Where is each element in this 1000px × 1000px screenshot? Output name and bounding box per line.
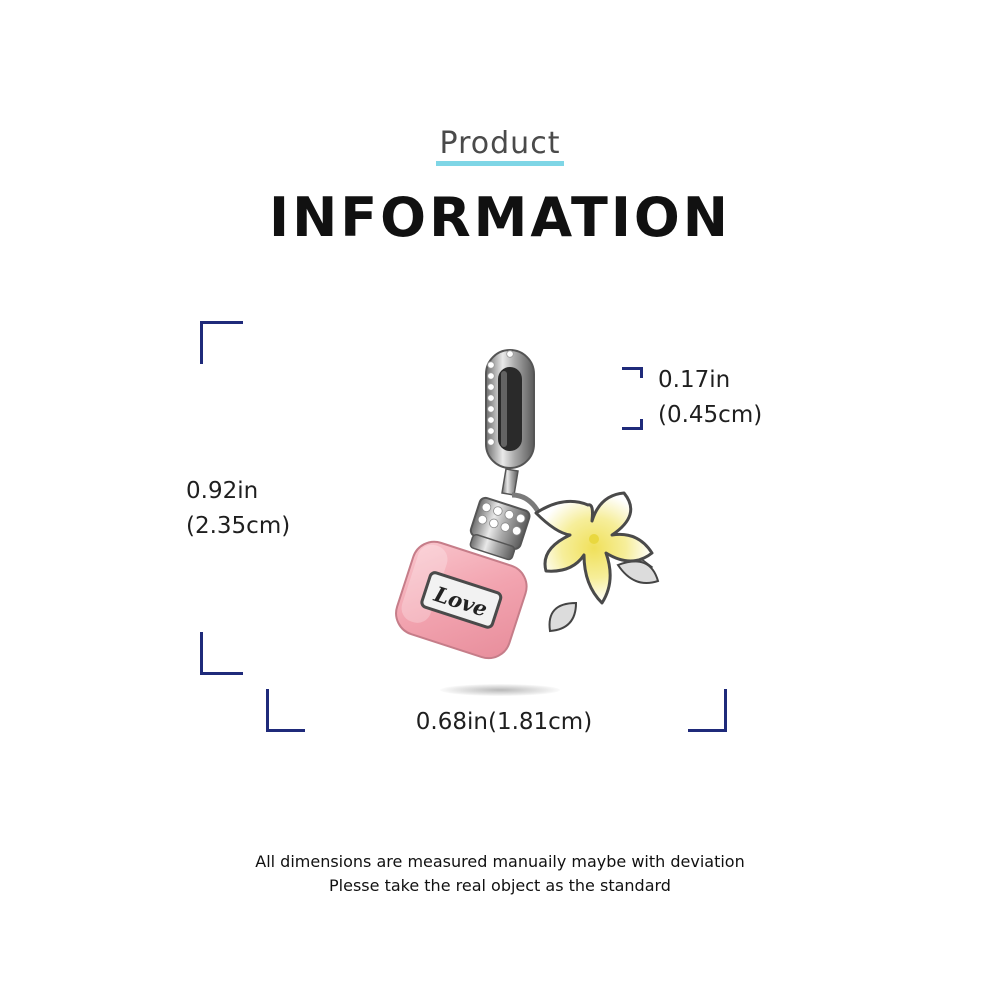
height-inches: 0.92in <box>186 478 259 504</box>
height-label: 0.92in (2.35cm) <box>186 474 290 544</box>
width-bracket-left <box>266 689 305 732</box>
bail-centimeters: (0.45cm) <box>658 402 763 428</box>
perfume-charm-image: Love <box>395 349 660 660</box>
width-label: 0.68in(1.81cm) <box>415 709 593 735</box>
bail-ring <box>485 349 535 469</box>
connector-link <box>501 468 519 496</box>
page-title: INFORMATION <box>268 186 732 249</box>
bail-bracket-top <box>622 367 643 378</box>
height-centimeters: (2.35cm) <box>186 513 291 539</box>
subtitle: Product <box>439 126 561 161</box>
perfume-bottle: Love <box>395 540 528 660</box>
bottle-cap <box>469 496 531 561</box>
bail-inches: 0.17in <box>658 367 731 393</box>
width-bracket-right <box>688 689 727 732</box>
bail-label: 0.17in (0.45cm) <box>658 363 762 433</box>
disclaimer-line-1: All dimensions are measured manuaily may… <box>255 852 745 871</box>
subtitle-underline <box>436 161 564 166</box>
height-bracket-bottom <box>200 632 243 675</box>
height-bracket-top <box>200 321 243 364</box>
bail-bracket-bottom <box>622 419 643 430</box>
product-shadow <box>440 684 560 696</box>
flower-charm <box>534 491 660 633</box>
disclaimer-line-2: Plesse take the real object as the stand… <box>329 876 671 895</box>
